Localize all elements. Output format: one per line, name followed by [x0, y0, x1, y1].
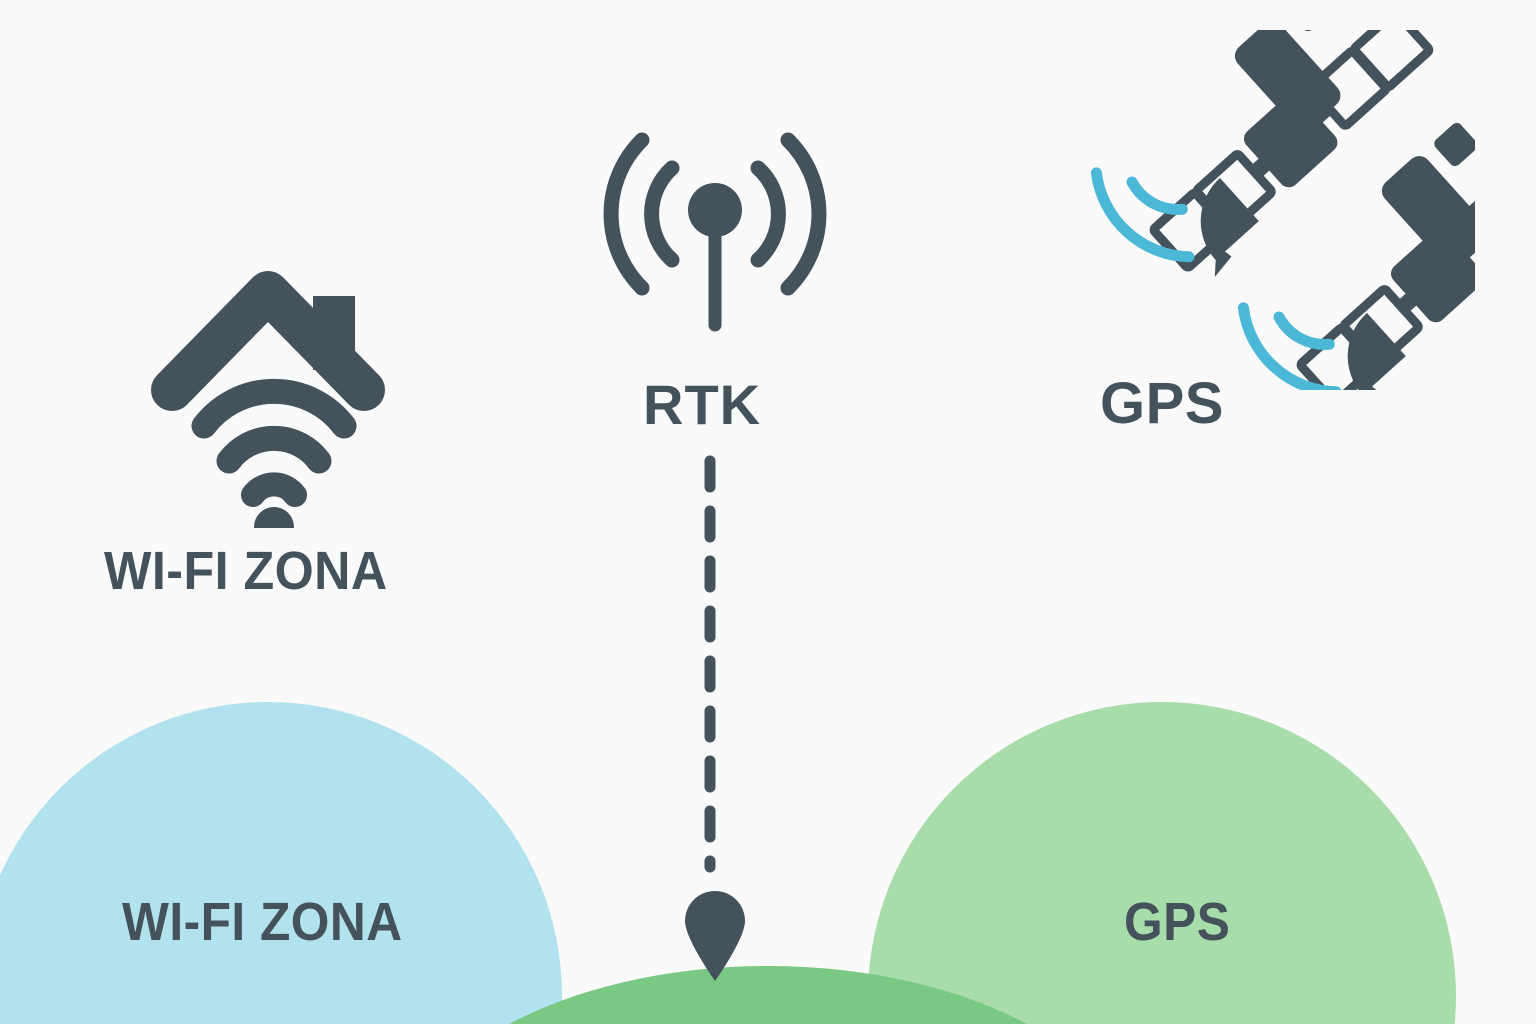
wifi-zone-circle	[0, 702, 562, 1024]
satellite-upper-waves	[1096, 162, 1189, 268]
rtk-column-title: RTK	[643, 373, 762, 436]
gps-zone-label: GPS	[1124, 892, 1231, 952]
rtk-antenna-icon	[603, 132, 827, 332]
wifi-zone-label: WI-FI ZONA	[122, 892, 403, 952]
map-pin-icon	[685, 891, 745, 981]
wifi-column-title: WI-FI ZONA	[104, 541, 388, 601]
satellite-lower-waves	[1243, 297, 1336, 390]
rtk-dashed-link	[704, 455, 716, 873]
satellite-lower-dish	[1314, 313, 1414, 390]
gps-column-title: GPS	[1100, 371, 1224, 436]
gps-zone-circle	[868, 702, 1456, 1024]
house-wifi-icon	[151, 271, 385, 528]
satellite-icon	[1075, 30, 1475, 390]
